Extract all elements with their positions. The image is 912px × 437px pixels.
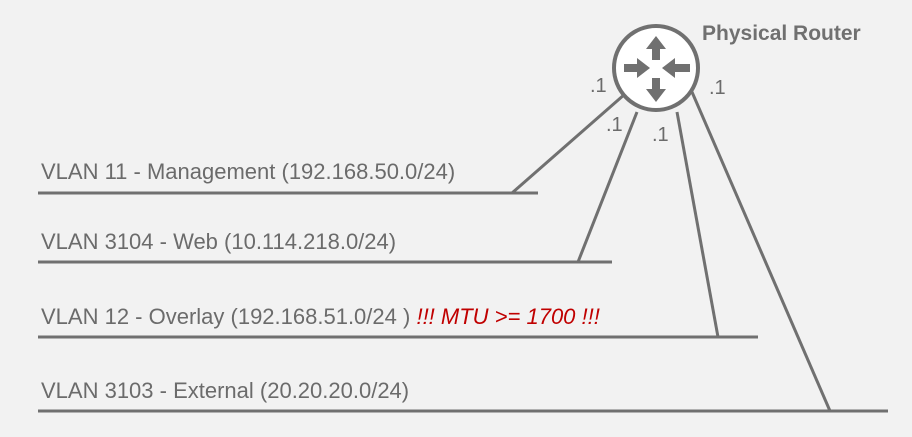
vlan-12-label: VLAN 12 - Overlay (192.168.51.0/24 ) — [41, 304, 411, 329]
vlan-11-label: VLAN 11 - Management (192.168.50.0/24) — [41, 159, 456, 184]
vlan-3103-label: VLAN 3103 - External (20.20.20.0/24) — [41, 378, 410, 403]
vlan-3104-label: VLAN 3104 - Web (10.114.218.0/24) — [41, 229, 397, 254]
vlan-12-label-row: VLAN 12 - Overlay (192.168.51.0/24 ) !!!… — [41, 306, 600, 328]
interface-label-vlan-3103: .1 — [709, 77, 726, 99]
interface-label-vlan-11: .1 — [590, 75, 607, 97]
interface-label-vlan-12: .1 — [652, 124, 669, 146]
uplink-vlan-11 — [511, 92, 626, 195]
uplink-vlan-3103 — [690, 91, 832, 412]
interface-label-vlan-3104: .1 — [606, 114, 623, 136]
uplink-vlan-3104 — [576, 111, 639, 263]
mtu-warning: !!! MTU >= 1700 !!! — [416, 304, 600, 329]
router-title: Physical Router — [702, 22, 861, 45]
router-icon — [612, 24, 700, 112]
uplink-vlan-12 — [675, 111, 720, 338]
